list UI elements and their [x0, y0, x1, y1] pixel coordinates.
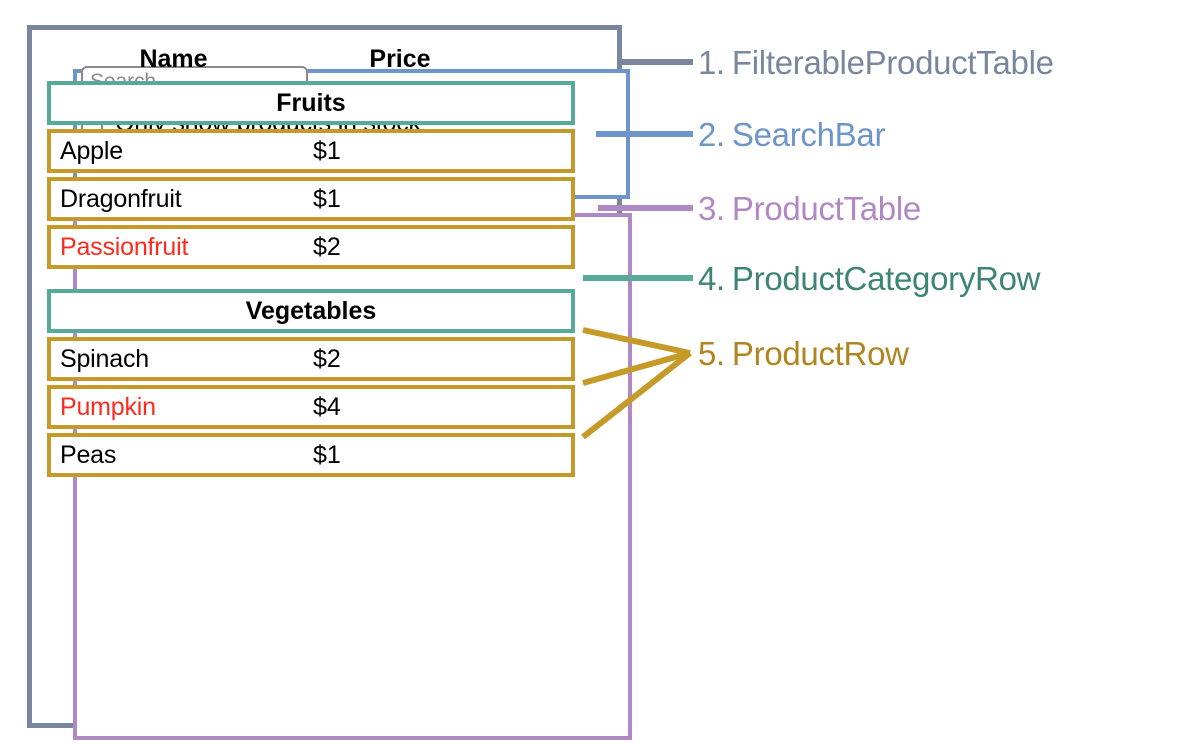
product-price: $1	[313, 440, 341, 469]
product-price: $2	[313, 344, 341, 373]
legend-number: 3.	[698, 190, 725, 227]
product-name: Passionfruit	[60, 232, 189, 261]
legend-number: 4.	[698, 260, 725, 297]
product-row: Apple $1	[47, 129, 575, 173]
legend-label-text: SearchBar	[731, 116, 886, 153]
legend-number: 1.	[698, 44, 725, 81]
legend-item-search-bar: 2.SearchBar	[698, 116, 885, 154]
product-price: $4	[313, 392, 341, 421]
product-name: Spinach	[60, 344, 149, 373]
product-category-label: Vegetables	[245, 296, 377, 325]
product-table-header-row: Name Price	[47, 37, 575, 81]
product-price: $2	[313, 232, 341, 261]
product-row: Pumpkin $4	[47, 385, 575, 429]
product-name: Pumpkin	[60, 392, 156, 421]
product-name: Dragonfruit	[60, 184, 182, 213]
product-category-row: Fruits	[47, 81, 575, 125]
section-spacer	[47, 273, 575, 289]
product-category-label: Fruits	[276, 88, 346, 117]
legend-label-text: ProductTable	[731, 190, 921, 227]
legend-item-product-row: 5.ProductRow	[698, 335, 909, 373]
legend-item-product-table: 3.ProductTable	[698, 190, 921, 228]
product-name: Peas	[60, 440, 117, 469]
product-row: Peas $1	[47, 433, 575, 477]
legend-label-text: ProductRow	[731, 335, 909, 372]
product-price: $1	[313, 136, 341, 165]
product-category-row: Vegetables	[47, 289, 575, 333]
product-price: $1	[313, 184, 341, 213]
legend-item-filterable-product-table: 1.FilterableProductTable	[698, 44, 1054, 82]
product-table: Name Price Fruits Apple $1 Dragonfruit $…	[47, 37, 575, 481]
legend-label-text: FilterableProductTable	[731, 44, 1054, 81]
product-row: Passionfruit $2	[47, 225, 575, 269]
legend-label-text: ProductCategoryRow	[731, 260, 1041, 297]
filterable-product-table-container: Search... Only show products in stock Na…	[27, 25, 632, 740]
legend-item-product-category-row: 4.ProductCategoryRow	[698, 260, 1040, 298]
product-row: Spinach $2	[47, 337, 575, 381]
legend-number: 5.	[698, 335, 725, 372]
product-row: Dragonfruit $1	[47, 177, 575, 221]
product-name: Apple	[60, 136, 123, 165]
column-header-price: Price	[369, 44, 431, 73]
column-header-name: Name	[139, 44, 208, 73]
legend-number: 2.	[698, 116, 725, 153]
